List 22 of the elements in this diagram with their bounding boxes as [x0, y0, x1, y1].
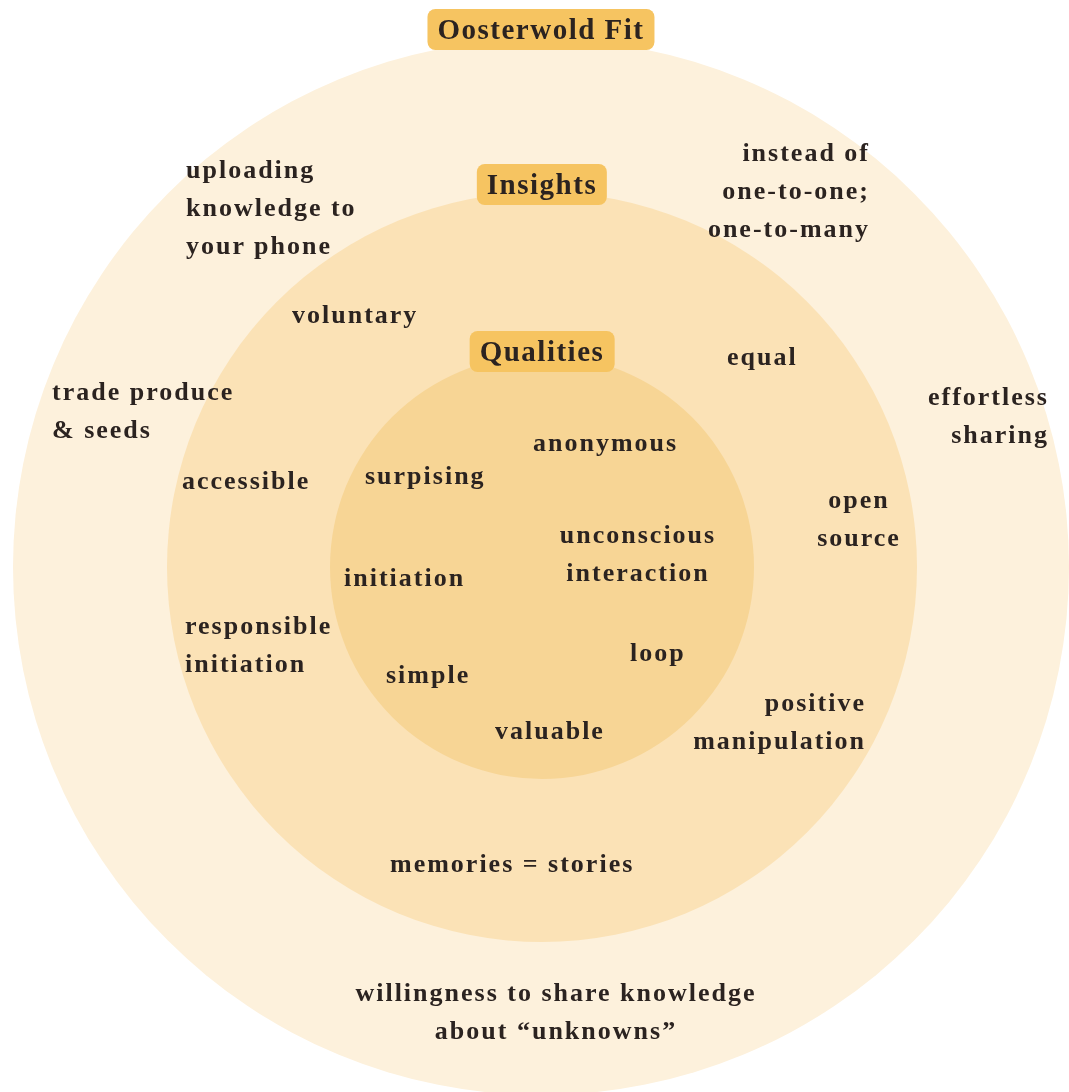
keyword-text: effortless sharing: [926, 381, 1049, 451]
keyword-text: trade produce & seeds: [52, 376, 236, 446]
keyword-text: positive manipulation: [692, 687, 866, 757]
keyword-text: open source: [816, 484, 902, 554]
keyword-text: uploading knowledge to your phone: [186, 154, 358, 262]
keyword-text: anonymous: [533, 427, 679, 459]
keyword-text: initiation: [344, 562, 466, 594]
keyword-text: simple: [386, 659, 471, 691]
keyword-text: accessible: [182, 465, 311, 497]
keyword-text: unconscious interaction: [558, 519, 718, 589]
ring-title: Qualities: [469, 331, 615, 372]
keyword-text: willingness to share knowledge about “unknowns”: [354, 977, 758, 1047]
keyword-text: valuable: [495, 715, 605, 747]
keyword-text: memories = stories: [390, 848, 635, 880]
ring-title: Insights: [476, 164, 608, 205]
keyword-text: equal: [727, 341, 798, 373]
keyword-text: voluntary: [292, 299, 419, 331]
ring-title: Oosterwold Fit: [427, 9, 655, 50]
keyword-text: instead of one-to-one; one-to-many: [706, 137, 870, 245]
keyword-text: surpising: [365, 460, 486, 492]
keyword-text: loop: [630, 637, 686, 669]
keyword-text: responsible initiation: [185, 610, 334, 680]
